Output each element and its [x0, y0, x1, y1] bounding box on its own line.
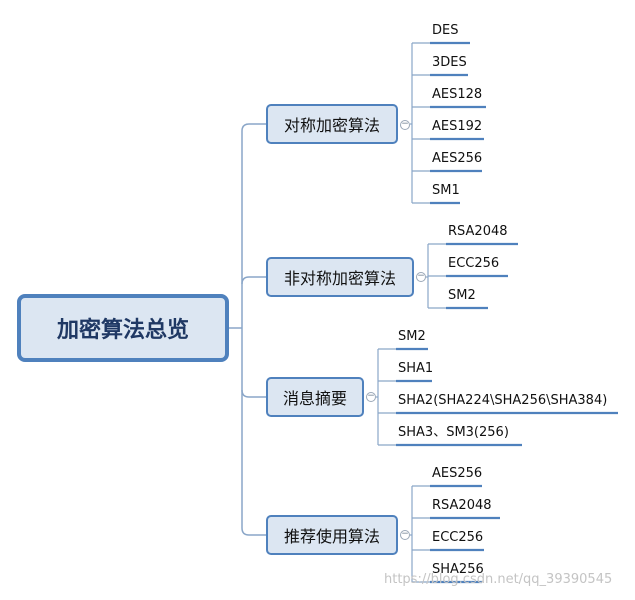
collapse-toggle-icon[interactable]: −: [416, 271, 426, 282]
collapse-toggle-icon[interactable]: −: [366, 391, 376, 402]
leaf-node[interactable]: SHA1: [398, 361, 434, 376]
branch-connector: [241, 276, 266, 285]
leaf-node[interactable]: SM1: [432, 183, 460, 198]
leaf-node[interactable]: SM2: [448, 288, 476, 303]
branch-label: 消息摘要: [282, 389, 347, 408]
leaf-node[interactable]: RSA2048: [432, 498, 492, 513]
collapse-toggle-icon[interactable]: −: [400, 529, 410, 540]
leaf-node[interactable]: SHA2(SHA224\SHA256\SHA384): [398, 393, 608, 408]
leaf-node[interactable]: ECC256: [432, 530, 484, 545]
leaf-node[interactable]: RSA2048: [448, 224, 508, 239]
branch-label: 推荐使用算法: [283, 527, 380, 546]
leaf-node[interactable]: ECC256: [448, 256, 500, 271]
leaf-node[interactable]: SM2: [398, 329, 426, 344]
leaf-node[interactable]: AES192: [432, 119, 483, 134]
leaf-node[interactable]: 3DES: [432, 55, 467, 70]
branch-label: 非对称加密算法: [283, 269, 396, 288]
root-node[interactable]: 加密算法总览: [17, 294, 229, 362]
collapse-toggle-icon[interactable]: −: [400, 119, 410, 130]
branch-label: 对称加密算法: [283, 116, 380, 135]
leaf-node[interactable]: AES256: [432, 466, 483, 481]
leaf-node[interactable]: SHA3、SM3(256): [398, 425, 509, 440]
branch-symmetric-encryption[interactable]: 对称加密算法: [266, 104, 398, 144]
branch-connector: [241, 527, 266, 536]
leaf-node[interactable]: AES256: [432, 151, 483, 166]
watermark: https://blog.csdn.net/qq_39390545: [384, 572, 613, 587]
root-label: 加密算法总览: [56, 318, 189, 343]
leaf-node[interactable]: SHA256: [432, 562, 484, 577]
branch-asymmetric-encryption[interactable]: 非对称加密算法: [266, 257, 414, 297]
branch-recommended-algorithms[interactable]: 推荐使用算法: [266, 515, 398, 555]
leaf-node[interactable]: DES: [432, 23, 459, 38]
branch-connector: [241, 389, 266, 398]
leaf-node[interactable]: AES128: [432, 87, 483, 102]
branch-message-digest[interactable]: 消息摘要: [266, 377, 364, 417]
branch-connector: [241, 123, 266, 132]
